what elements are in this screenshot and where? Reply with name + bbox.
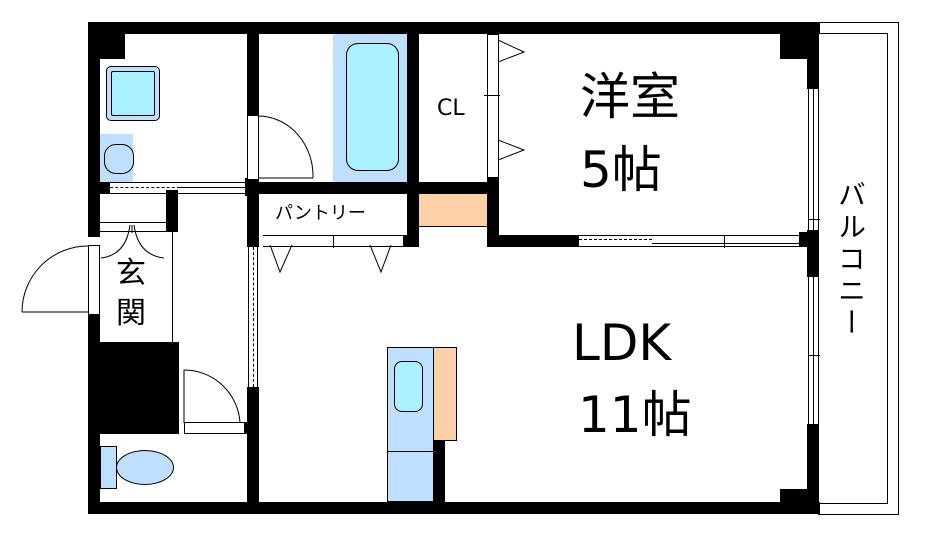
ldk-size: 11帖 [578, 386, 692, 444]
pantry-door-swing-icons [269, 245, 392, 274]
wall-entrance-right-top [166, 190, 178, 232]
toilet-tank [100, 446, 117, 489]
front-door[interactable] [88, 245, 100, 315]
shoe-closet-swing-icon [100, 225, 165, 259]
corner-block-tr [780, 22, 819, 59]
washroom-door-swing-icon [258, 115, 314, 179]
corner-block [88, 22, 125, 59]
kitchen-wall [433, 441, 445, 503]
toilet-door-swing-icon [183, 369, 241, 424]
washroom-sliding-door [110, 182, 247, 194]
cl-door-swing-icons [498, 40, 526, 161]
wall-nub [799, 232, 809, 247]
bathtub [333, 34, 407, 182]
wall-wash-bath [247, 22, 259, 122]
balcony-label: バルコニー [834, 180, 867, 340]
wall-pantry-right [403, 235, 419, 247]
wall-bath-cl [407, 22, 419, 247]
wall-toilet-top-right [244, 422, 259, 434]
kitchen-side-counter [433, 347, 457, 441]
kitchen-counter [387, 347, 435, 502]
storage-block [88, 342, 179, 434]
wall-western-bottom-left [487, 235, 579, 247]
balcony-outer [818, 22, 899, 515]
entrance-step-line [172, 232, 173, 342]
washroom-door-frame [247, 115, 259, 180]
western-sliding-door [579, 235, 799, 248]
wall-cl-western [487, 22, 499, 35]
ldk-name: LDK [572, 314, 672, 372]
front-door-swing-icon [21, 245, 89, 313]
wall-pantry-left [247, 194, 259, 247]
closet-label: CL [437, 96, 465, 121]
entrance-label: 玄関 [116, 256, 146, 331]
right-wall-mid [807, 230, 819, 277]
wall-cl-western-lower [487, 177, 499, 247]
western-room-size: 5帖 [580, 141, 662, 199]
wall-hall-lower [247, 387, 259, 514]
storage-box [419, 194, 487, 227]
pantry-label: パントリー [275, 203, 366, 224]
corner-block-br [780, 489, 819, 514]
hall-sliding-door [248, 247, 258, 387]
window-ldk [808, 277, 820, 424]
washroom-fixture [100, 134, 134, 182]
washbasin [106, 66, 160, 121]
toilet-bowl [116, 450, 174, 485]
balcony-inner [818, 33, 888, 504]
pantry-folding-door [263, 235, 403, 248]
western-room-name: 洋室 [580, 68, 680, 126]
outer-wall-top [88, 22, 820, 34]
cl-folding-door [484, 35, 500, 177]
outer-wall-bottom [88, 502, 820, 514]
wall-wash-bottom [88, 182, 110, 194]
wall-horizontal-mid [247, 182, 498, 194]
window-western-room [808, 89, 820, 230]
shoe-closet-doors [100, 222, 166, 232]
